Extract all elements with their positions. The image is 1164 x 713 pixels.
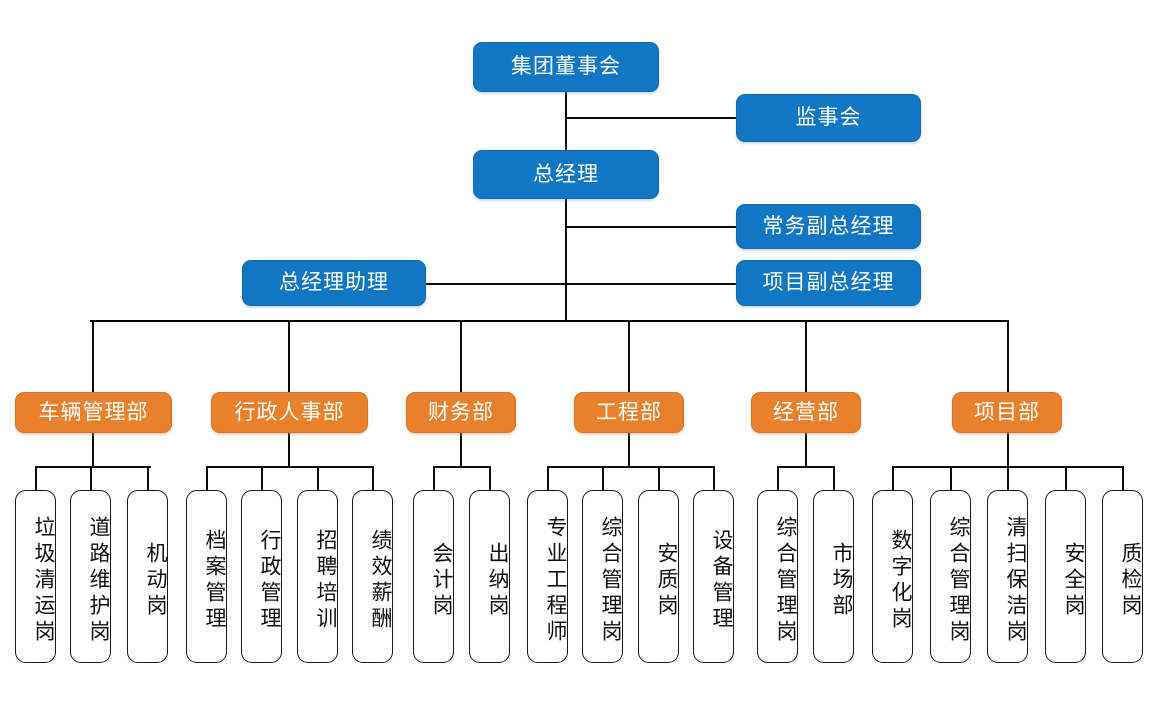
dept-3-stem xyxy=(460,433,462,466)
dept-4-bar xyxy=(547,466,714,468)
dept-2-drop-1 xyxy=(206,466,208,490)
node-gm-assistant[interactable]: 总经理助理 xyxy=(242,260,426,306)
dept-2-drop-4 xyxy=(372,466,374,490)
node-position-accounting[interactable]: 会计岗 xyxy=(413,490,454,663)
dept-4-drop-2 xyxy=(602,466,604,490)
dept-6-drop-4 xyxy=(1065,466,1067,490)
dept-5-drop-1 xyxy=(777,466,779,490)
connector-board-to-gm xyxy=(565,92,567,150)
node-position-equipment-management[interactable]: 设备管理 xyxy=(693,490,734,663)
node-position-engineering-general-management[interactable]: 综合管理岗 xyxy=(582,490,623,663)
node-position-road-maintenance[interactable]: 道路维护岗 xyxy=(70,490,111,663)
node-position-project-general-management[interactable]: 综合管理岗 xyxy=(930,490,971,663)
node-position-archive-management[interactable]: 档案管理 xyxy=(186,490,227,663)
dept-6-stem xyxy=(1007,433,1009,466)
node-executive-deputy-gm[interactable]: 常务副总经理 xyxy=(736,204,921,249)
node-position-professional-engineer[interactable]: 专业工程师 xyxy=(527,490,568,663)
dept-4-drop-1 xyxy=(547,466,549,490)
node-position-quality-inspection[interactable]: 质检岗 xyxy=(1102,490,1143,663)
node-position-performance-compensation[interactable]: 绩效薪酬 xyxy=(352,490,393,663)
dept-1-bar xyxy=(35,466,151,468)
node-board-of-directors[interactable]: 集团董事会 xyxy=(473,42,659,92)
dept-6-drop-3 xyxy=(1007,466,1009,490)
node-position-digitalization[interactable]: 数字化岗 xyxy=(872,490,913,663)
node-position-recruitment-training[interactable]: 招聘培训 xyxy=(297,490,338,663)
dept-5-drop-2 xyxy=(833,466,835,490)
dept-3-bar xyxy=(433,466,490,468)
department-bus-bar xyxy=(90,320,1009,322)
dept-1-drop-2 xyxy=(90,466,92,490)
dept-6-drop-2 xyxy=(950,466,952,490)
connector-gm-stem-to-supervisory xyxy=(565,117,737,119)
drop-to-dept-5 xyxy=(805,320,807,392)
dept-6-drop-1 xyxy=(892,466,894,490)
node-department-vehicle-management[interactable]: 车辆管理部 xyxy=(15,392,172,433)
dept-2-drop-2 xyxy=(261,466,263,490)
node-department-engineering[interactable]: 工程部 xyxy=(574,392,684,433)
dept-5-bar xyxy=(777,466,834,468)
connector-to-exec-deputy xyxy=(565,226,737,228)
dept-2-stem xyxy=(288,433,290,466)
connector-to-project-deputy xyxy=(565,283,737,285)
dept-4-drop-4 xyxy=(713,466,715,490)
drop-to-dept-4 xyxy=(628,320,630,392)
dept-2-drop-3 xyxy=(317,466,319,490)
node-position-cashier[interactable]: 出纳岗 xyxy=(469,490,510,663)
drop-to-dept-3 xyxy=(460,320,462,392)
dept-3-drop-1 xyxy=(433,466,435,490)
node-department-operations[interactable]: 经营部 xyxy=(751,392,861,433)
connector-gm-down xyxy=(565,199,567,321)
node-project-deputy-gm[interactable]: 项目副总经理 xyxy=(736,260,921,306)
node-position-market[interactable]: 市场部 xyxy=(813,490,854,663)
dept-5-stem xyxy=(805,433,807,466)
dept-1-drop-3 xyxy=(147,466,149,490)
dept-4-drop-3 xyxy=(658,466,660,490)
dept-2-bar xyxy=(206,466,373,468)
dept-1-drop-1 xyxy=(35,466,37,490)
node-position-flexible-duty[interactable]: 机动岗 xyxy=(127,490,168,663)
node-department-project[interactable]: 项目部 xyxy=(952,392,1062,433)
node-general-manager[interactable]: 总经理 xyxy=(473,150,659,199)
connector-to-gm-assistant xyxy=(425,283,566,285)
node-supervisory-board[interactable]: 监事会 xyxy=(736,94,921,142)
dept-3-drop-2 xyxy=(489,466,491,490)
node-position-garbage-collection[interactable]: 垃圾清运岗 xyxy=(15,490,56,663)
node-position-cleaning-sanitation[interactable]: 清扫保洁岗 xyxy=(987,490,1028,663)
drop-to-dept-2 xyxy=(288,320,290,392)
dept-6-drop-5 xyxy=(1122,466,1124,490)
drop-to-dept-6 xyxy=(1007,320,1009,392)
node-position-safety[interactable]: 安全岗 xyxy=(1045,490,1086,663)
dept-1-stem xyxy=(92,433,94,466)
node-department-admin-hr[interactable]: 行政人事部 xyxy=(211,392,368,433)
drop-to-dept-1 xyxy=(92,320,94,392)
node-position-administrative-management[interactable]: 行政管理 xyxy=(241,490,282,663)
node-position-safety-quality[interactable]: 安质岗 xyxy=(638,490,679,663)
node-department-finance[interactable]: 财务部 xyxy=(406,392,516,433)
node-position-operations-general-management[interactable]: 综合管理岗 xyxy=(757,490,798,663)
dept-4-stem xyxy=(628,433,630,466)
